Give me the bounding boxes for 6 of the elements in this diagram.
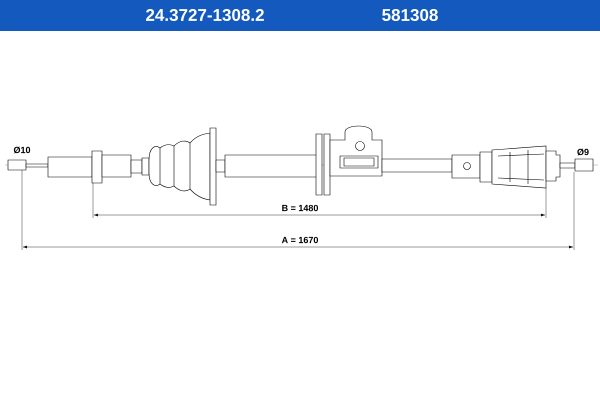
diameter-label: Ø10 bbox=[14, 146, 30, 154]
dimension-label: B = 1480 bbox=[282, 204, 318, 212]
part-number: 24.3727-1308.2 bbox=[146, 8, 264, 22]
part-number: 581308 bbox=[382, 8, 438, 22]
dimension-label: A = 1670 bbox=[282, 236, 318, 244]
diameter-label: Ø9 bbox=[577, 148, 589, 156]
